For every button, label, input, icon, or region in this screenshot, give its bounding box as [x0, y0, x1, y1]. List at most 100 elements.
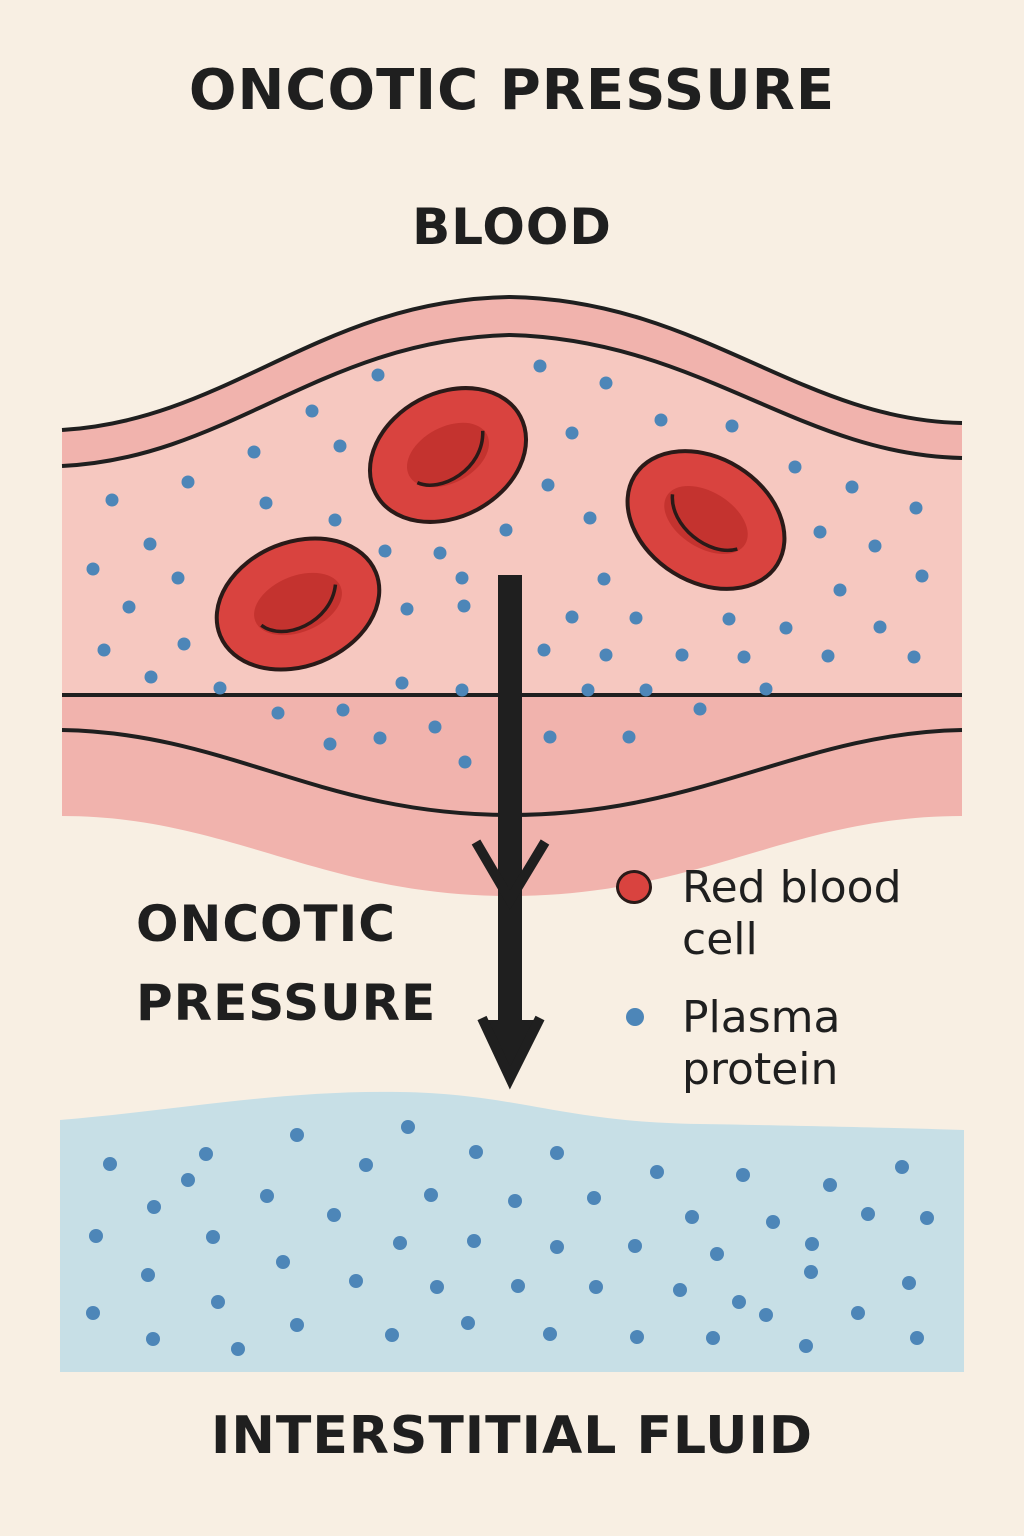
plasma-protein-dot: [736, 1168, 750, 1182]
plasma-protein-dot: [873, 620, 887, 634]
plasma-protein-dot: [467, 1234, 481, 1248]
plasma-protein-dot: [424, 1188, 438, 1202]
plasma-protein-dot: [628, 1239, 642, 1253]
plasma-protein-dot: [533, 359, 547, 373]
plasma-protein-dot: [845, 480, 859, 494]
plasma-protein-dot: [181, 475, 195, 489]
plasma-protein-dot: [97, 643, 111, 657]
plasma-protein-dot: [511, 1279, 525, 1293]
plasma-protein-dot: [433, 546, 447, 560]
plasma-protein-dot: [327, 1208, 341, 1222]
plasma-protein-dot: [430, 1280, 444, 1294]
plasma-protein-dot: [823, 1178, 837, 1192]
plasma-protein-dot: [710, 1247, 724, 1261]
plasma-protein-dot: [861, 1207, 875, 1221]
plasma-protein-dot: [759, 1308, 773, 1322]
plasma-protein-dot: [759, 682, 773, 696]
page-title: ONCOTIC PRESSURE: [188, 58, 836, 123]
plasma-protein-dot: [622, 730, 636, 744]
plasma-protein-dot: [732, 1295, 746, 1309]
plasma-protein-dot: [305, 404, 319, 418]
plasma-protein-dot: [181, 1173, 195, 1187]
plasma-protein-dot: [349, 1274, 363, 1288]
plasma-protein-dot: [86, 1306, 100, 1320]
plasma-protein-dot: [910, 1331, 924, 1345]
plasma-protein-dot: [589, 1280, 603, 1294]
plasma-protein-dot: [103, 1157, 117, 1171]
legend-label-line: Plasma: [682, 992, 841, 1043]
plasma-protein-dot: [385, 1328, 399, 1342]
plasma-protein-dot: [395, 676, 409, 690]
plasma-protein-dot: [868, 539, 882, 553]
interstitial-fluid-label: INTERSTITIAL FLUID: [210, 1406, 813, 1466]
plasma-protein-dot: [583, 511, 597, 525]
plasma-protein-dot: [907, 650, 921, 664]
plasma-protein-dot: [685, 1210, 699, 1224]
plasma-protein-dot: [213, 681, 227, 695]
plasma-protein-dot: [171, 571, 185, 585]
plasma-protein-dot: [393, 1236, 407, 1250]
plasma-protein-dot: [821, 649, 835, 663]
plasma-protein-dot: [144, 670, 158, 684]
red-blood-cell: [625, 449, 787, 591]
plasma-protein-dot: [650, 1165, 664, 1179]
plasma-protein-dot: [199, 1147, 213, 1161]
plasma-protein-dot: [693, 702, 707, 716]
plasma-protein-dot: [378, 544, 392, 558]
plasma-protein-dot: [336, 703, 350, 717]
plasma-protein-dot: [146, 1332, 160, 1346]
plasma-protein-dot: [766, 1215, 780, 1229]
plasma-protein-dot: [333, 439, 347, 453]
plasma-protein-dot: [902, 1276, 916, 1290]
plasma-protein-dot: [428, 720, 442, 734]
plasma-protein-dot: [86, 562, 100, 576]
plasma-protein-dot: [508, 1194, 522, 1208]
plasma-protein-dot: [371, 368, 385, 382]
plasma-protein-dot: [597, 572, 611, 586]
plasma-protein-dot: [673, 1283, 687, 1297]
plasma-protein-dot: [550, 1146, 564, 1160]
plasma-protein-icon: [626, 1008, 644, 1026]
plasma-protein-dot: [260, 1189, 274, 1203]
plasma-protein-dot: [915, 569, 929, 583]
plasma-protein-dot: [469, 1145, 483, 1159]
plasma-protein-dot: [231, 1342, 245, 1356]
plasma-protein-dot: [833, 583, 847, 597]
plasma-protein-dot: [537, 643, 551, 657]
plasma-protein-dot: [147, 1200, 161, 1214]
plasma-protein-dot: [457, 599, 471, 613]
plasma-protein-dot: [206, 1230, 220, 1244]
plasma-protein-dot: [211, 1295, 225, 1309]
plasma-protein-dot: [706, 1331, 720, 1345]
plasma-protein-dot: [920, 1211, 934, 1225]
plasma-protein-dot: [323, 737, 337, 751]
plasma-protein-dot: [373, 731, 387, 745]
plasma-protein-dot: [565, 426, 579, 440]
oncotic-pressure-arrow: [471, 575, 550, 1090]
vessel-outer-top-line: [61, 294, 963, 432]
legend-label-line: Red blood: [682, 862, 902, 913]
plasma-protein-dot: [271, 706, 285, 720]
plasma-protein-dot: [455, 683, 469, 697]
plasma-protein-dot: [909, 501, 923, 515]
plasma-protein-dot: [599, 648, 613, 662]
interstitial-fluid-region: [60, 1091, 964, 1372]
legend-label-line: protein: [682, 1043, 839, 1095]
legend-label-line: cell: [682, 913, 758, 965]
vessel-inner-top-line: [61, 332, 963, 468]
plasma-protein-dot: [247, 445, 261, 459]
plasma-protein-dot: [290, 1318, 304, 1332]
plasma-protein-dot: [639, 683, 653, 697]
plasma-protein-dot: [895, 1160, 909, 1174]
plasma-protein-dot: [737, 650, 751, 664]
plasma-protein-dot: [630, 1330, 644, 1344]
plasma-protein-dot: [550, 1240, 564, 1254]
plasma-protein-dot: [813, 525, 827, 539]
plasma-protein-dot: [587, 1191, 601, 1205]
plasma-protein-dot: [89, 1229, 103, 1243]
plasma-protein-dot: [461, 1316, 475, 1330]
plasma-protein-dot: [328, 513, 342, 527]
arrow-label-line: ONCOTIC: [136, 895, 396, 953]
arrow-label-line: PRESSURE: [136, 974, 437, 1032]
plasma-protein-dot: [629, 611, 643, 625]
